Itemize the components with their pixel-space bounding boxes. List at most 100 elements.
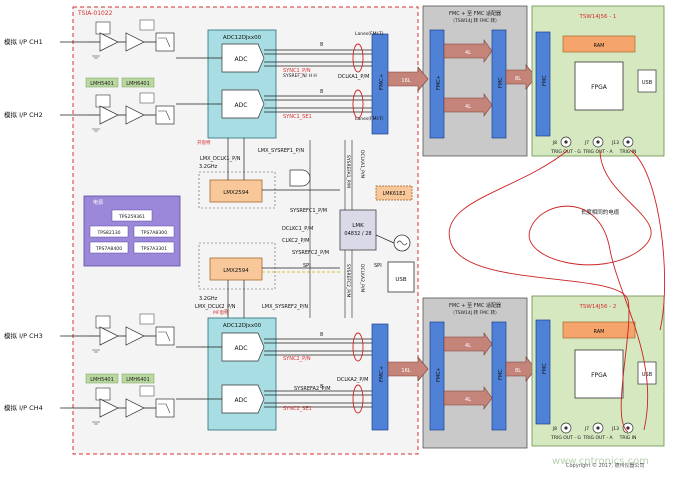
adapter-bottom-subtitle: （TSW14J 转 FMC 转） bbox=[450, 309, 499, 316]
adc-top-block-2-label: ADC bbox=[235, 102, 248, 109]
amplifier-icon bbox=[125, 326, 145, 346]
fmc-plus-bottom-label: FMC+ bbox=[379, 365, 385, 382]
adapter-bottom-lane-2: 4L bbox=[465, 397, 471, 403]
bus-width-3: 8 bbox=[320, 332, 323, 338]
amplifier-icon bbox=[99, 326, 119, 346]
trigger-cables bbox=[448, 149, 666, 433]
amplifier-icon bbox=[125, 398, 145, 418]
dclka1-vert-label: DCLKA1_P/M bbox=[359, 150, 365, 178]
sysrefc1-label: SYSREFC1_P/M bbox=[290, 208, 327, 214]
fmc-plus-bottom bbox=[371, 323, 389, 431]
link-16l-bottom bbox=[387, 356, 429, 382]
amplifier-icon bbox=[99, 105, 119, 125]
amp-chip-bottom-2-label: LMH6401 bbox=[126, 377, 150, 383]
jack-center-icon bbox=[626, 426, 630, 430]
adapter-top-lane-2: 4L bbox=[465, 104, 471, 110]
input-label-ch2: 模拟 I/P CH2 bbox=[4, 110, 43, 119]
lane-highlights bbox=[352, 43, 364, 414]
tsw-top-ram-label: RAM bbox=[593, 43, 604, 49]
sysrefc2-vert-label: SYSREFC2_P/M bbox=[345, 264, 351, 298]
filter-icon bbox=[155, 32, 175, 52]
sysrefa1-label: SYSREFA1_P/M bbox=[345, 155, 351, 188]
dclka2-label: DCLKA2_P/M bbox=[337, 377, 368, 383]
filter-icon bbox=[155, 105, 175, 125]
bias-block-icon bbox=[139, 313, 155, 325]
jack-id: J8 bbox=[552, 140, 557, 146]
adapter-bottom-lane-arrow-2 bbox=[443, 386, 493, 410]
adc-output-lanes bbox=[264, 49, 372, 408]
jack-label: TRIG IN bbox=[619, 435, 637, 441]
adapter-bottom-lane-1: 4L bbox=[465, 343, 471, 349]
transformer-icon bbox=[95, 21, 111, 35]
lmx-top bbox=[209, 179, 263, 203]
board-title: TSIA-01022 bbox=[77, 10, 113, 17]
tsw-top-fpga-label: FPGA bbox=[591, 84, 608, 91]
amp-chip-top-1 bbox=[85, 77, 119, 88]
usb-left bbox=[387, 261, 415, 293]
power-chip bbox=[133, 225, 175, 238]
adc-bottom-title: ADC12DJxx00 bbox=[223, 323, 262, 329]
tsw-bottom-ram-label: RAM bbox=[593, 329, 604, 335]
adc-bottom-block-2-label: ADC bbox=[235, 397, 248, 404]
adapter-top-lane-arrow-2 bbox=[443, 93, 493, 117]
watermark: www.cntronics.com bbox=[552, 456, 649, 467]
bus-width-4: 8 bbox=[320, 384, 323, 390]
adapter-top-fmc-plus bbox=[429, 29, 445, 139]
frontend-chain-4 bbox=[88, 385, 175, 425]
lmx-bottom-frame bbox=[198, 242, 276, 290]
lmk-label-1: LMK bbox=[352, 223, 364, 229]
filter-icon bbox=[155, 326, 175, 346]
power-chip bbox=[133, 241, 175, 254]
link-8l-bottom-label: 8L bbox=[515, 368, 521, 374]
sine-wave-icon bbox=[396, 240, 408, 246]
bus-width-1: 8 bbox=[320, 42, 323, 48]
tsw-top-usb bbox=[637, 69, 657, 93]
jack-center-icon bbox=[596, 426, 600, 430]
tsw-bottom-usb-label: USB bbox=[642, 372, 653, 378]
lmk-aux-label: LMK61E2 bbox=[382, 191, 405, 197]
tsw-bottom-ram bbox=[562, 321, 636, 339]
adc-top-title: ADC12DJxx00 bbox=[223, 35, 262, 41]
cable-note: 长度相同的电缆 bbox=[581, 208, 620, 216]
bias-block-icon bbox=[139, 92, 155, 104]
tsw-top-fmc bbox=[535, 31, 551, 137]
power-title: 电源 bbox=[93, 199, 103, 206]
jack-center-icon bbox=[596, 140, 600, 144]
note-red-2: MF窗特 bbox=[213, 309, 229, 316]
adc-top-block-2 bbox=[221, 89, 265, 119]
sysrefa2-label: SYSREFA2_P/M bbox=[294, 386, 331, 392]
input-label-ch3: 模拟 I/P CH3 bbox=[4, 331, 43, 340]
sync1-label: SYNC1_P/N bbox=[283, 68, 311, 74]
jack-center-icon bbox=[564, 426, 568, 430]
link-16l-bottom-label: 16L bbox=[401, 368, 410, 374]
tsw-bottom-fmc-label: FMC bbox=[542, 363, 548, 374]
spi2-label: SPI bbox=[374, 263, 382, 269]
tsw-top-ram bbox=[562, 35, 636, 53]
bias-block-icon bbox=[139, 385, 155, 397]
lmx-bottom bbox=[209, 257, 263, 281]
transformer-icon bbox=[95, 94, 111, 108]
jack-label: TRIG OUT - A bbox=[582, 149, 613, 155]
tsw-top-fmc-label: FMC bbox=[542, 75, 548, 86]
sysrefc2-label: SYSREFC2_P/M bbox=[292, 250, 329, 256]
adapter-bottom-lane-arrow-1 bbox=[443, 332, 493, 356]
adc-input-wires bbox=[176, 57, 222, 400]
adapter-top-lane-arrow-1 bbox=[443, 39, 493, 63]
adapter-bottom-fmc-label: FMC bbox=[498, 369, 504, 380]
jack-id: J13 bbox=[611, 426, 619, 432]
jack-id: J7 bbox=[584, 426, 589, 432]
power-chip bbox=[89, 225, 129, 238]
bias-block-icon bbox=[139, 19, 155, 31]
jack-id: J7 bbox=[584, 140, 589, 146]
lmx-sysref1-label: LMX_SYSREF1_P/N bbox=[258, 148, 304, 154]
dclka2-vert-label: DCLKA2_P/M bbox=[359, 264, 365, 292]
jack-label: TRIG IN bbox=[619, 149, 637, 155]
lane-label-top-2: Lanes(FMI-T) bbox=[355, 116, 384, 122]
adapter-bottom-fmc-plus-label: FMC+ bbox=[436, 367, 442, 382]
power-chip bbox=[89, 241, 129, 254]
adapter-bottom-title: FMC + 至 FMC 适配器 bbox=[449, 302, 501, 309]
lmk-vertical-wires bbox=[309, 140, 353, 318]
ground-icon bbox=[92, 349, 100, 353]
